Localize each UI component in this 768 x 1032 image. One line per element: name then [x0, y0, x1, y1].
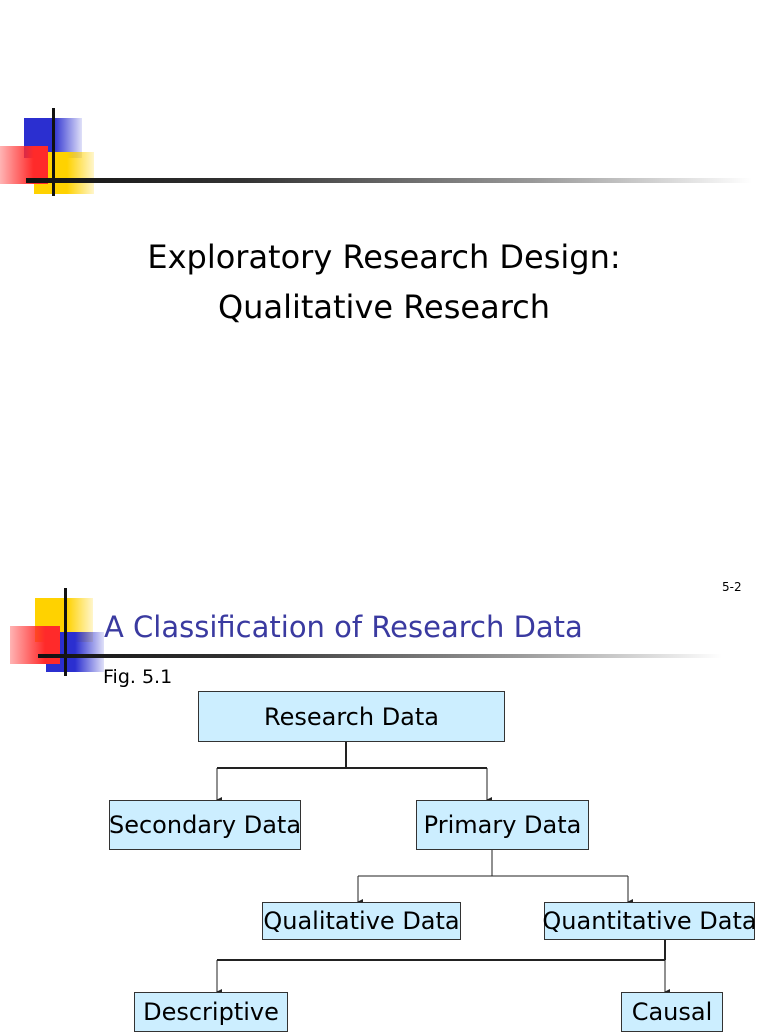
node-quantitative-data: Quantitative Data	[542, 902, 757, 940]
figure-label: Fig. 5.1	[103, 666, 173, 688]
slide-number: 5-2	[722, 580, 742, 594]
node-label: Quantitative Data	[542, 907, 757, 935]
title-line-1: Exploratory Research Design:	[147, 238, 621, 276]
red-square-shape	[0, 146, 48, 184]
node-descriptive: Descriptive	[134, 992, 288, 1032]
node-qualitative-data: Qualitative Data	[262, 902, 461, 940]
slide-title-text: Exploratory Research Design: Qualitative…	[0, 232, 768, 332]
slide-classification: 5-2 A Classification of Research Data Fi…	[0, 560, 768, 1032]
vertical-rule	[64, 588, 67, 676]
title-line-2: Qualitative Research	[217, 288, 551, 326]
slide-title: Exploratory Research Design: Qualitative…	[0, 108, 768, 332]
node-secondary-data: Secondary Data	[109, 800, 301, 850]
slide-heading: A Classification of Research Data	[104, 610, 583, 644]
node-label: Secondary Data	[108, 811, 302, 839]
classification-diagram: Research Data Secondary Data Primary Dat…	[0, 560, 768, 1032]
node-label: Qualitative Data	[263, 907, 460, 935]
node-research-data: Research Data	[198, 691, 505, 742]
horizontal-rule	[26, 178, 752, 183]
node-label: Primary Data	[423, 811, 582, 839]
node-label: Causal	[631, 998, 713, 1026]
diagram-connectors	[216, 742, 670, 995]
vertical-rule	[52, 108, 55, 196]
node-label: Research Data	[263, 702, 440, 731]
node-label: Descriptive	[143, 998, 279, 1026]
horizontal-rule	[38, 654, 722, 658]
node-causal: Causal	[621, 992, 723, 1032]
node-primary-data: Primary Data	[416, 800, 589, 850]
